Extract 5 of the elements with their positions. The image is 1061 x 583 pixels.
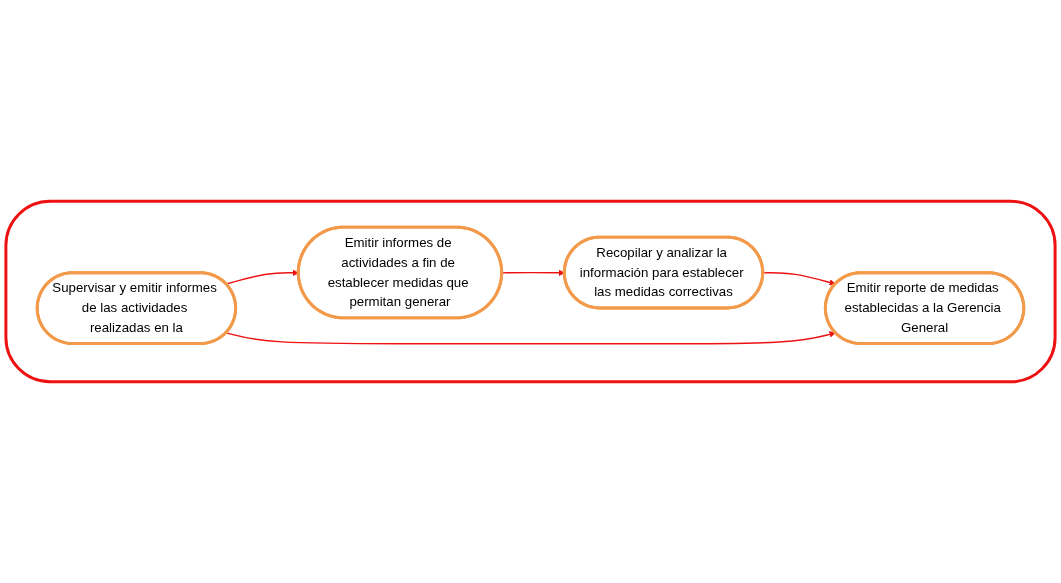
cluster [4,199,1057,384]
arrow [225,331,836,345]
arrow [762,272,836,286]
arrow [225,269,299,285]
arrow [501,269,565,277]
